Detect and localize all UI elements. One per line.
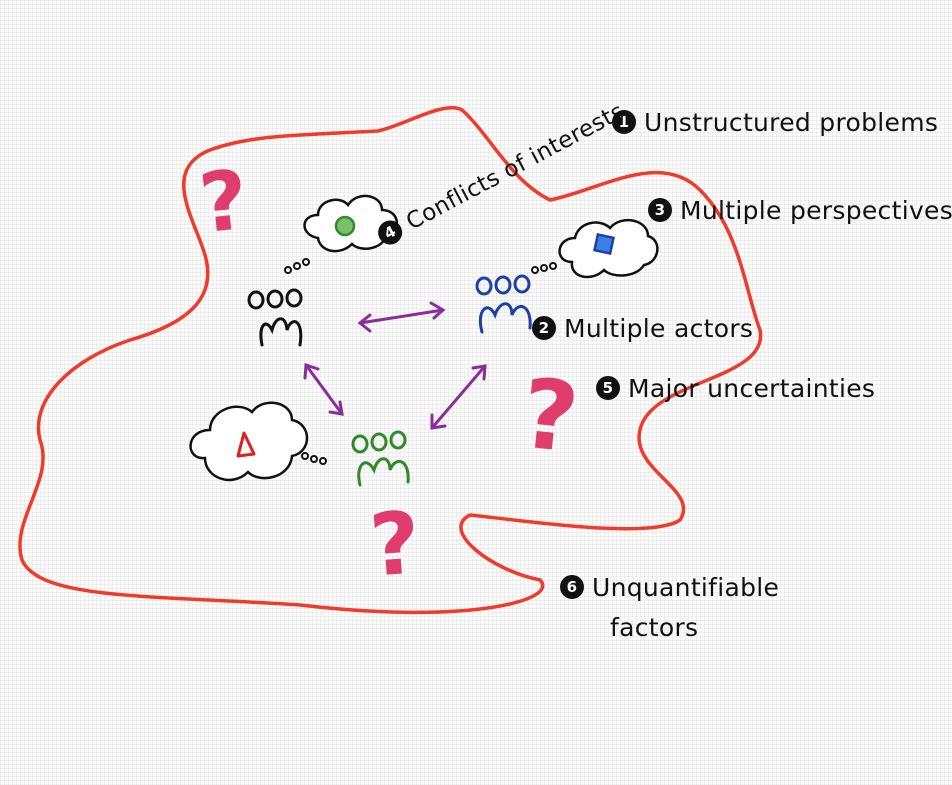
arrow-black-green — [304, 363, 344, 416]
label-text: Unstructured problems — [644, 108, 939, 137]
number-badge: 6 — [560, 575, 584, 599]
question-mark-icon: ? — [195, 152, 253, 253]
people-icon — [351, 430, 410, 487]
triangle-icon — [236, 431, 256, 458]
label-multiple-actors: 2 Multiple actors — [532, 314, 753, 343]
label-text: Multiple actors — [564, 314, 754, 343]
arrow-black-blue — [358, 308, 445, 325]
label-text: Major uncertainties — [628, 374, 876, 403]
question-mark-icon: ? — [516, 357, 584, 475]
problem-boundary — [18, 106, 763, 615]
label-major-uncertainties: 5 Major uncertainties — [596, 374, 875, 403]
people-icon — [247, 288, 303, 347]
people-icon — [475, 274, 532, 334]
number-badge: 5 — [596, 376, 620, 400]
label-unstructured-problems: 1 Unstructured problems — [612, 108, 938, 137]
arrows — [303, 301, 487, 430]
label-multiple-perspectives: 3 Multiple perspectives — [648, 196, 952, 225]
thought-dots — [284, 258, 310, 274]
cloud-icon — [189, 401, 309, 482]
label-text: Multiple perspectives — [680, 196, 952, 225]
number-badge: 2 — [532, 316, 556, 340]
cloud-icon — [303, 194, 398, 253]
circle-icon — [334, 215, 356, 237]
arrow-green-blue — [430, 364, 487, 430]
label-text-line2: factors — [610, 613, 699, 642]
number-badge: 1 — [612, 110, 636, 134]
cloud-icon — [558, 218, 659, 279]
thought-dots — [301, 452, 327, 465]
question-mark-icon: ? — [366, 493, 424, 597]
diamond-icon — [593, 233, 615, 255]
number-badge: 3 — [648, 198, 672, 222]
label-unquantifiable-factors: 6 Unquantifiable factors — [560, 568, 779, 648]
label-text: Unquantifiable — [592, 573, 780, 602]
thought-dots — [531, 262, 557, 274]
